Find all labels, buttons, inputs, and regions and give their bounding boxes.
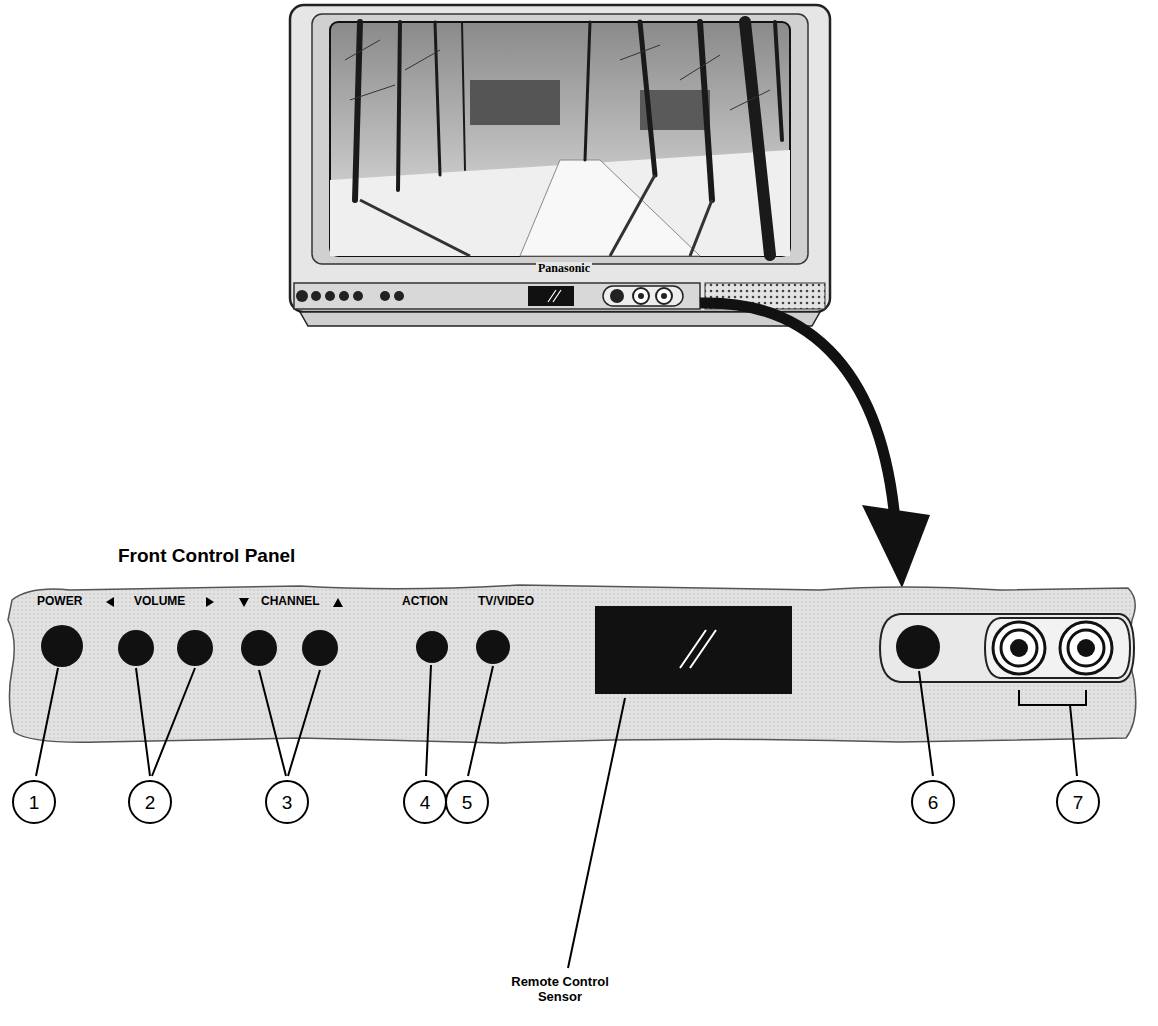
tv-set-part bbox=[296, 290, 404, 302]
leader-lines-part bbox=[136, 668, 195, 776]
front-panel-part bbox=[1068, 630, 1104, 666]
front-panel-part bbox=[206, 597, 214, 607]
tv-set-part bbox=[520, 160, 700, 256]
tv-set-part bbox=[290, 5, 830, 312]
tv-set-part-part bbox=[585, 22, 590, 160]
tv-set-part-part bbox=[435, 22, 440, 175]
zoom-arrow-part bbox=[862, 505, 930, 588]
callout-number: 6 bbox=[928, 793, 939, 812]
tv-set-part bbox=[633, 288, 649, 304]
tv-set-part-part bbox=[311, 291, 321, 301]
tv-set-part bbox=[345, 40, 770, 110]
tv-set-part-part bbox=[353, 291, 363, 301]
tv-set-part bbox=[638, 293, 644, 299]
front-panel-part bbox=[239, 598, 249, 607]
callout-circle: 6 bbox=[911, 780, 955, 824]
leader-lines-part bbox=[259, 670, 320, 776]
front-panel-part bbox=[241, 630, 277, 666]
callout-circle: 5 bbox=[445, 780, 489, 824]
callout-circle: 3 bbox=[265, 780, 309, 824]
front-panel-part bbox=[416, 631, 448, 663]
front-panel-part bbox=[1077, 639, 1095, 657]
tv-set-part bbox=[360, 175, 712, 256]
tv-set-part-part bbox=[394, 291, 404, 301]
callout-number: 3 bbox=[282, 793, 293, 812]
tv-set-part-part bbox=[398, 22, 400, 190]
front-panel-part bbox=[106, 597, 114, 607]
tv-set-part-part bbox=[462, 22, 465, 170]
zoom-arrow-part bbox=[700, 303, 895, 520]
front-panel-part bbox=[680, 630, 716, 668]
front-panel-part bbox=[177, 630, 213, 666]
callout-circle: 7 bbox=[1056, 780, 1100, 824]
tv-set-part bbox=[528, 286, 574, 306]
front-panel-part bbox=[1010, 639, 1028, 657]
leader-lines-part bbox=[426, 665, 431, 776]
tv-set-part bbox=[294, 283, 700, 309]
front-panel bbox=[8, 585, 1136, 743]
tv-set bbox=[290, 5, 830, 326]
tv-set-part-part bbox=[296, 290, 308, 302]
leader-lines-part bbox=[468, 666, 493, 776]
front-panel-part bbox=[1060, 622, 1112, 674]
leader-lines-part bbox=[1070, 705, 1077, 776]
tv-set-part bbox=[312, 14, 808, 264]
leader-lines-part bbox=[568, 698, 625, 968]
tv-set-part bbox=[656, 288, 672, 304]
panel-title: Front Control Panel bbox=[118, 545, 295, 567]
tv-set-part bbox=[603, 286, 683, 306]
part-name: Remote Control Sensor bbox=[500, 975, 620, 1005]
button-label: ACTION bbox=[402, 595, 448, 609]
callout-circle: 4 bbox=[403, 780, 447, 824]
tv-set-part bbox=[330, 22, 790, 256]
button-label: TV/VIDEO bbox=[478, 595, 534, 609]
callout-circle: 1 bbox=[12, 780, 56, 824]
tv-set-part-part bbox=[640, 22, 655, 175]
tv-set-part bbox=[355, 22, 782, 255]
leader-lines bbox=[36, 665, 1086, 968]
leader-lines-part bbox=[1019, 690, 1086, 705]
tv-set-part-part bbox=[345, 40, 770, 110]
tv-set-part-part bbox=[339, 291, 349, 301]
callout-number: 7 bbox=[1073, 793, 1084, 812]
tv-set-part bbox=[610, 289, 624, 303]
leader-lines-part bbox=[919, 671, 933, 776]
front-panel-part bbox=[896, 625, 940, 669]
button-label: VOLUME bbox=[134, 595, 185, 609]
front-panel-part bbox=[993, 622, 1045, 674]
tv-set-part-part bbox=[355, 22, 360, 200]
tv-set-part-part bbox=[700, 22, 712, 200]
zoom-arrow bbox=[700, 303, 930, 588]
front-panel-part bbox=[985, 618, 1130, 678]
callout-number: 5 bbox=[462, 793, 473, 812]
front-panel-part bbox=[476, 630, 510, 664]
tv-set-part bbox=[300, 312, 820, 326]
button-label: CHANNEL bbox=[261, 595, 320, 609]
leader-lines-part bbox=[36, 668, 58, 776]
brand-logo: Panasonic bbox=[536, 262, 592, 276]
callout-circle: 2 bbox=[128, 780, 172, 824]
front-panel-part bbox=[41, 625, 83, 667]
tv-set-part-part bbox=[380, 291, 390, 301]
tv-set-part bbox=[661, 293, 667, 299]
tv-set-part bbox=[548, 290, 561, 302]
front-panel-part bbox=[118, 630, 154, 666]
tv-set-part-part bbox=[325, 291, 335, 301]
front-panel-part bbox=[595, 606, 792, 694]
button-label: POWER bbox=[37, 595, 82, 609]
front-panel-part bbox=[1001, 630, 1037, 666]
front-panel-part bbox=[8, 585, 1136, 743]
callout-number: 4 bbox=[420, 793, 431, 812]
callout-number: 2 bbox=[145, 793, 156, 812]
front-panel-part bbox=[302, 630, 338, 666]
tv-set-part-part bbox=[775, 22, 782, 140]
tv-set-part bbox=[470, 80, 560, 125]
callout-number: 1 bbox=[29, 793, 40, 812]
front-panel-part bbox=[333, 598, 343, 607]
tv-set-part-part bbox=[745, 22, 770, 255]
